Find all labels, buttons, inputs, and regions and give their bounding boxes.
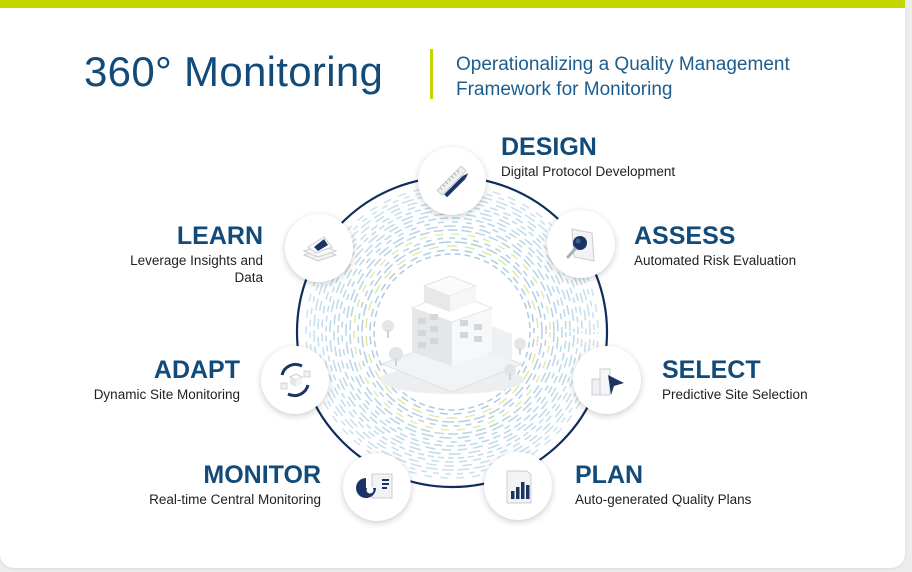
bar-chart-document-icon xyxy=(506,470,532,504)
ripple-ring xyxy=(357,237,547,427)
assess-title: ASSESS xyxy=(634,222,736,250)
plan-description: Auto-generated Quality Plans xyxy=(575,492,752,507)
plan-node xyxy=(484,452,552,520)
learn-label: LEARN Leverage Insights and Data xyxy=(130,222,263,286)
ripple-ring xyxy=(369,249,535,415)
pen-ruler-icon xyxy=(436,165,469,198)
plan-label: PLAN Auto-generated Quality Plans xyxy=(575,461,751,508)
cycle-cubes-icon xyxy=(280,362,311,398)
ripple-ring xyxy=(361,241,543,423)
cursor-blocks-icon xyxy=(591,368,624,396)
adapt-node xyxy=(261,346,329,414)
monitor-description: Real-time Central Monitoring xyxy=(149,492,321,507)
adapt-label: ADAPT Dynamic Site Monitoring xyxy=(94,356,240,403)
monitor-label: MONITOR Real-time Central Monitoring xyxy=(149,461,321,508)
select-node xyxy=(573,346,641,414)
ripple-ring xyxy=(325,205,579,459)
learn-description-line-2: Data xyxy=(234,270,263,285)
ripple-ring xyxy=(365,245,539,419)
accent-top-bar xyxy=(0,0,905,8)
design-node xyxy=(418,147,486,215)
title-divider xyxy=(430,49,433,99)
page-title: 360° Monitoring xyxy=(84,48,384,95)
ripple-ring xyxy=(337,217,567,447)
book-stack-icon xyxy=(302,236,338,262)
adapt-title: ADAPT xyxy=(153,356,240,384)
select-description: Predictive Site Selection xyxy=(662,387,808,402)
ripple-ring xyxy=(353,233,551,431)
design-label: DESIGN Digital Protocol Development xyxy=(501,133,675,180)
ripple-ring xyxy=(349,229,555,435)
ripple-ring xyxy=(341,221,563,443)
subtitle-line-1: Operationalizing a Quality Management xyxy=(456,54,790,75)
adapt-description: Dynamic Site Monitoring xyxy=(93,387,240,402)
select-label: SELECT Predictive Site Selection xyxy=(662,356,808,403)
pie-chart-document-icon xyxy=(356,473,393,499)
subtitle-line-2: Framework for Monitoring xyxy=(456,79,673,100)
assess-node xyxy=(547,210,615,278)
learn-node xyxy=(285,214,353,282)
assess-label: ASSESS Automated Risk Evaluation xyxy=(634,222,796,269)
learn-title: LEARN xyxy=(176,222,263,250)
ripple-rings xyxy=(305,185,599,479)
learn-description-line-1: Leverage Insights and xyxy=(130,253,263,268)
page-subtitle: Operationalizing a Quality Management Fr… xyxy=(456,52,790,102)
building-illustration xyxy=(380,275,526,394)
ripple-ring xyxy=(345,225,559,439)
monitor-title: MONITOR xyxy=(203,461,321,489)
assess-description: Automated Risk Evaluation xyxy=(634,253,797,268)
magnifier-document-icon xyxy=(566,228,595,262)
design-description: Digital Protocol Development xyxy=(501,164,676,179)
plan-title: PLAN xyxy=(575,461,644,489)
select-title: SELECT xyxy=(662,356,761,384)
monitor-node xyxy=(343,453,411,521)
design-title: DESIGN xyxy=(501,133,597,161)
ripple-ring xyxy=(373,253,531,411)
